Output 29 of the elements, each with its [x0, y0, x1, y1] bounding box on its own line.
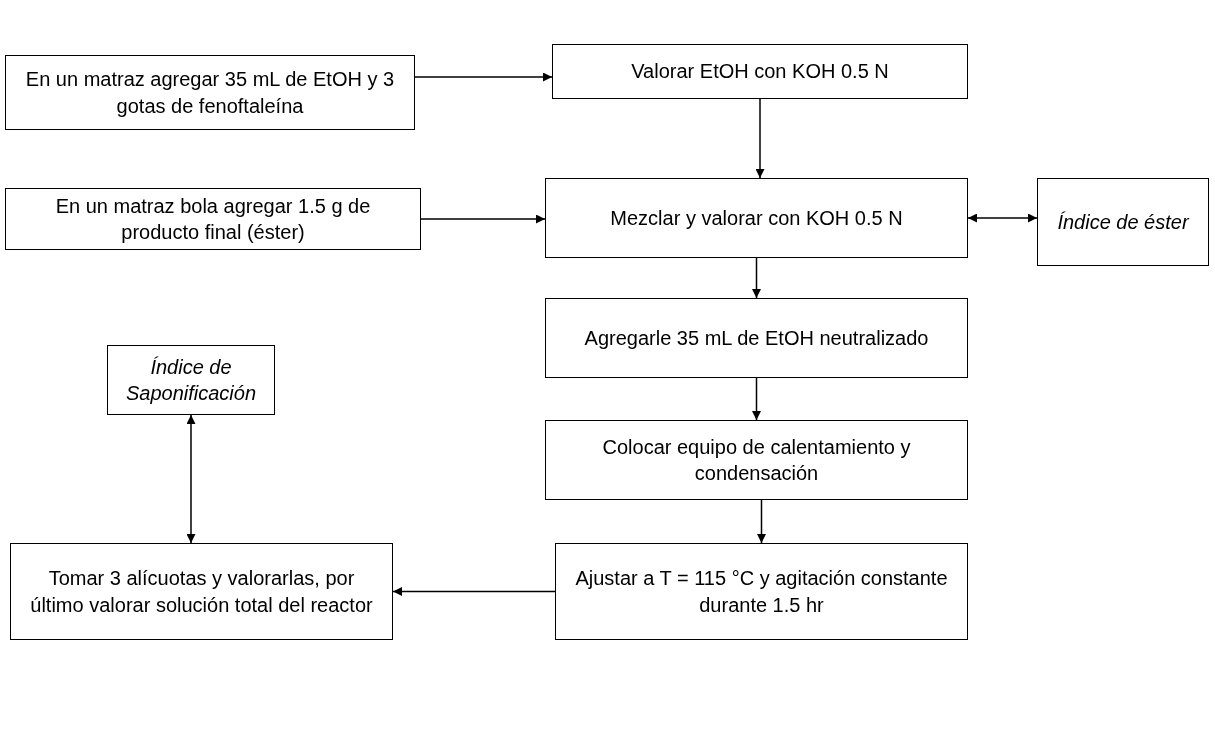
arrow: [757, 499, 766, 544]
arrow: [967, 213, 1038, 223]
step-text: Colocar equipo de calentamiento y condensación: [601, 434, 912, 486]
step-text: Valorar EtOH con KOH 0.5 N: [631, 59, 889, 85]
step-text: En un matraz bola agregar 1.5 g de producto final (éster): [54, 193, 372, 245]
step-text: En un matraz agregar 35 mL de EtOH y 3 gotas de fenoftaleína: [24, 67, 396, 119]
step-text: Agregarle 35 mL de EtOH neutralizado: [584, 325, 929, 351]
step-text: Mezclar y valorar con KOH 0.5 N: [610, 205, 903, 231]
step-text: Índice de Saponificación: [124, 354, 258, 406]
arrow: [186, 414, 196, 544]
process-box: [552, 44, 968, 99]
step-text: Ajustar a T = 115 °C y agitación constante durante 1.5 hr: [574, 566, 949, 618]
process-box: [545, 298, 968, 378]
process-box: [555, 543, 968, 640]
arrow: [392, 587, 556, 596]
arrow: [752, 377, 761, 421]
process-box: [10, 543, 393, 640]
process-box: [107, 345, 275, 415]
step-text: Tomar 3 alícuotas y valorarlas, por último valorar solución total del reactor: [29, 566, 374, 618]
process-box: [1037, 178, 1209, 266]
step-text: Índice de éster: [1057, 209, 1189, 235]
process-box: [5, 55, 415, 130]
arrow: [414, 72, 553, 82]
process-box: [545, 420, 968, 500]
process-box: [545, 178, 968, 258]
arrow: [752, 257, 761, 299]
arrow: [755, 98, 765, 179]
arrow: [420, 214, 546, 224]
process-box: [5, 188, 421, 250]
